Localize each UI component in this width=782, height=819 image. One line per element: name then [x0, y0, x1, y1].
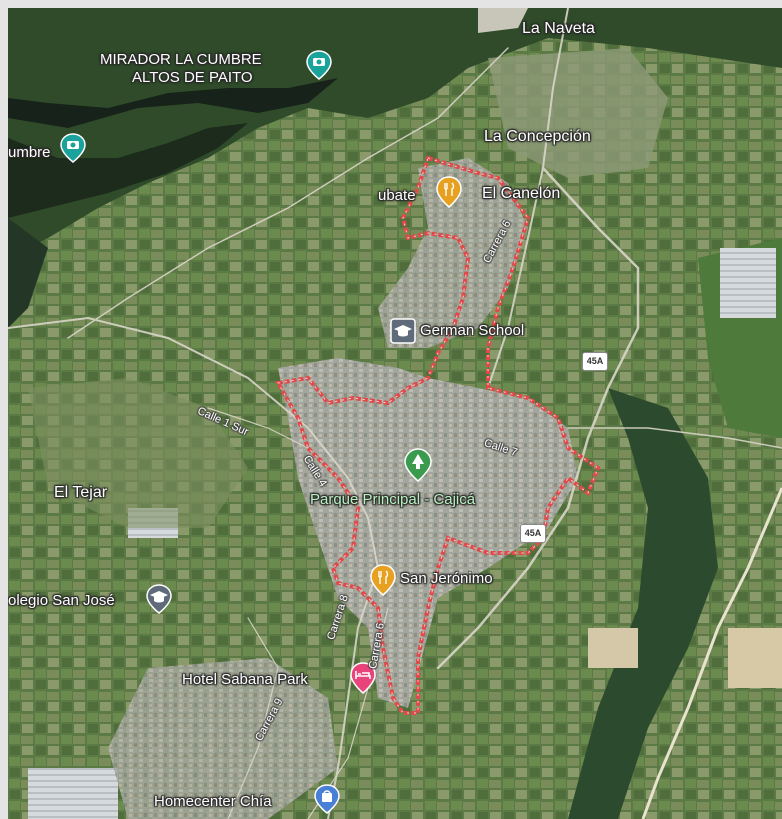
poi-label-cumbre[interactable]: umbre	[8, 144, 51, 161]
poi-label-homecenter[interactable]: Homecenter Chía	[154, 793, 272, 810]
place-label-la-concepcion[interactable]: La Concepción	[484, 128, 591, 145]
poi-label-colegio[interactable]: olegio San José	[8, 592, 115, 609]
graduation-cap-icon[interactable]	[146, 584, 172, 614]
poi-label-san-jeronimo[interactable]: San Jerónimo	[400, 570, 493, 587]
poi-label-parque[interactable]: Parque Principal - Cajicá	[310, 491, 476, 508]
tree-icon[interactable]	[404, 448, 432, 482]
place-label-el-canelon[interactable]: El Canelón	[482, 185, 561, 202]
map-view[interactable]: La Naveta La Concepción El Canelón El Te…	[8, 8, 782, 819]
bed-icon[interactable]	[350, 662, 376, 694]
poi-label-ubate[interactable]: ubate	[378, 187, 416, 204]
poi-label-hotel[interactable]: Hotel Sabana Park	[182, 671, 308, 688]
route-badge-45a-south: 45A	[520, 524, 546, 543]
route-badge-45a-east: 45A	[582, 352, 608, 371]
poi-label-mirador-line2[interactable]: ALTOS DE PAITO	[132, 69, 253, 86]
shopping-bag-icon[interactable]	[314, 784, 340, 814]
poi-label-german-school[interactable]: German School	[420, 322, 525, 339]
camera-icon[interactable]	[306, 50, 332, 80]
fork-knife-icon[interactable]	[370, 564, 396, 596]
place-label-la-naveta[interactable]: La Naveta	[522, 20, 595, 37]
satellite-imagery	[8, 8, 782, 819]
graduation-cap-icon[interactable]	[390, 318, 416, 344]
place-label-el-tejar[interactable]: El Tejar	[54, 484, 108, 501]
poi-label-mirador-line1[interactable]: MIRADOR LA CUMBRE	[100, 51, 262, 68]
fork-knife-icon[interactable]	[436, 176, 462, 208]
camera-icon[interactable]	[60, 133, 86, 163]
